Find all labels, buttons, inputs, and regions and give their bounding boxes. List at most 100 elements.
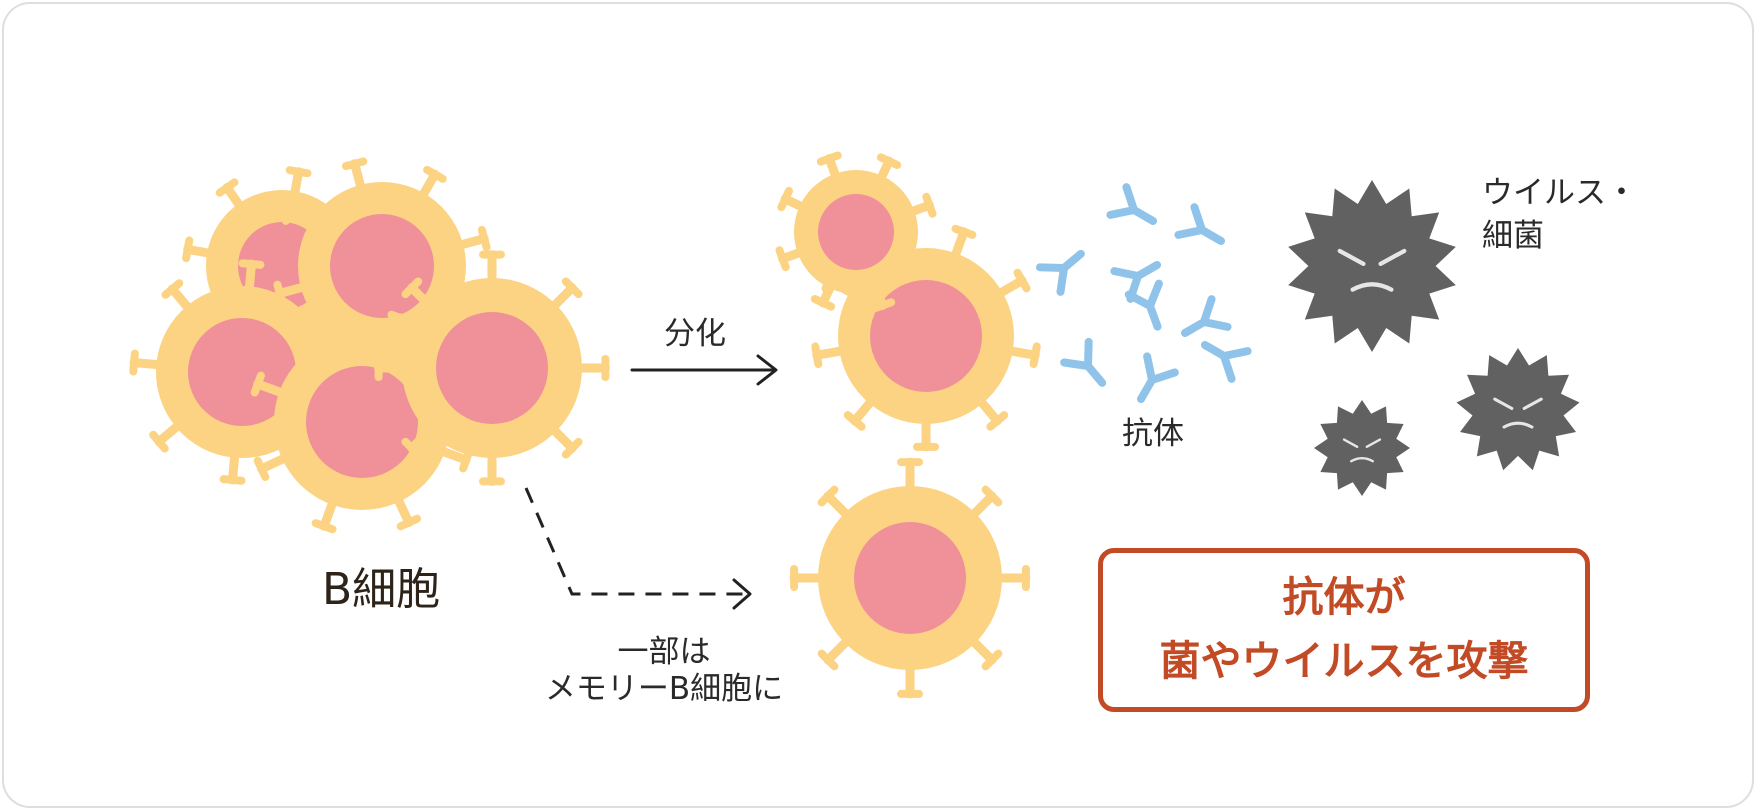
cell-spike-tip	[918, 252, 935, 278]
cell-spike	[386, 313, 405, 348]
cell-spike-tip	[387, 310, 413, 325]
antibody-icon	[1035, 249, 1085, 296]
cell-spike	[285, 208, 318, 231]
b-cell	[374, 250, 610, 486]
differentiation-arrow	[630, 354, 778, 386]
cell-spike-tip	[876, 153, 902, 170]
differentiation-label: 分化	[664, 316, 726, 352]
memory-b-cell	[789, 457, 1031, 699]
cell-spike	[154, 420, 184, 447]
cell-spike-tip	[561, 437, 583, 459]
attack-callout-box: 抗体が 菌やウイルスを攻撃	[1098, 548, 1590, 712]
diagram-artwork	[129, 151, 1580, 699]
cell-spike-tip	[477, 225, 491, 252]
cell-spike	[417, 169, 440, 202]
antibody-icon	[1200, 341, 1252, 383]
cell-spike	[319, 496, 338, 531]
cell-spike-tip	[285, 166, 312, 178]
pathogen-body	[1314, 400, 1410, 496]
cell-spike	[823, 635, 853, 665]
pathogen-body	[1456, 348, 1580, 471]
cell-spike	[129, 358, 165, 370]
memory-arrow-head	[732, 578, 752, 610]
cell-spike-tip	[777, 186, 794, 212]
cell-spike-tip	[1029, 342, 1041, 369]
cell-spike	[407, 424, 436, 453]
cell-spike-tip	[870, 298, 896, 313]
cell-spike-tip	[341, 157, 368, 171]
cell-spike-tip	[1013, 268, 1031, 293]
cell-spike-tip	[811, 342, 823, 369]
cell-spike-tip	[843, 411, 866, 431]
cell-spike	[1004, 346, 1040, 360]
cell-spike	[392, 493, 414, 527]
cell-spike	[253, 379, 288, 398]
antibodies-layer	[1035, 183, 1252, 404]
antibody-icon	[1137, 352, 1179, 404]
virus-label-line2: 細菌	[1482, 217, 1544, 254]
cell-spike-tip	[816, 151, 842, 166]
cell-spike	[257, 452, 291, 474]
virus-medium	[1456, 348, 1580, 471]
cell-nucleus	[306, 366, 418, 478]
antibody-icon	[1174, 203, 1226, 245]
antibody-icon	[1106, 183, 1158, 225]
virus-large	[1288, 180, 1456, 352]
cell-spike-tip	[986, 411, 1009, 431]
cell-spike	[812, 346, 848, 360]
cell-spike	[994, 276, 1027, 299]
cell-spike-tip	[315, 291, 335, 314]
cell-spike	[275, 282, 310, 298]
virus-bacteria-label: ウイルス・ 細菌	[1482, 172, 1637, 258]
memory-label-line2: メモリーB細胞に	[544, 671, 784, 708]
cell-spike-tip	[561, 277, 583, 299]
pathogen-eyes	[1493, 397, 1543, 410]
cell-spike	[454, 234, 489, 250]
cell-nucleus	[330, 214, 434, 318]
plasma-cell	[775, 151, 937, 313]
cell-nucleus	[436, 312, 548, 424]
cell-spike-tip	[810, 294, 836, 311]
pathogen-mouth	[1502, 421, 1534, 429]
cell-spike	[967, 491, 997, 521]
arrows-layer	[524, 354, 778, 610]
pathogen-eyes	[1342, 438, 1382, 448]
antibody-icon	[1060, 337, 1107, 387]
cell-spike-tip	[981, 485, 1003, 507]
cell-spike-tip	[922, 192, 937, 218]
pathogen-mouth	[1350, 457, 1374, 463]
cell-spike-tip	[311, 519, 337, 534]
cell-spike	[167, 284, 194, 314]
cell-nucleus	[870, 280, 982, 392]
cell-spike-tip	[401, 277, 423, 299]
cell-spike	[244, 259, 256, 295]
callout-line2: 菌やウイルスを攻撃	[1159, 637, 1529, 685]
cell-spike-tip	[238, 259, 265, 269]
cell-spike	[950, 227, 969, 262]
cells-layer	[129, 151, 1041, 699]
b-cell-label: B細胞	[322, 564, 441, 615]
cell-spike	[350, 159, 366, 194]
cell-spike	[310, 317, 332, 351]
cell-spike-tip	[281, 201, 299, 225]
cell-nucleus	[854, 522, 966, 634]
cell-spike	[548, 424, 577, 453]
cell-spike	[967, 635, 997, 665]
cell-spike	[823, 491, 853, 521]
cell-spike	[850, 395, 877, 426]
cell-spike-tip	[981, 649, 1003, 671]
cell-spike-tip	[215, 178, 239, 197]
cell-spike-tip	[423, 165, 447, 183]
cell-spike-tip	[817, 649, 839, 671]
cell-spike	[975, 395, 1002, 426]
cell-spike-tip	[302, 313, 328, 330]
cell-spike-tip	[401, 437, 423, 459]
cell-spike-tip	[129, 349, 139, 376]
memory-label-line1: 一部は	[617, 634, 711, 670]
memory-arrow	[524, 487, 746, 596]
pathogens-layer	[1288, 180, 1580, 496]
cell-spike-tip	[817, 485, 839, 507]
cell-spike	[548, 283, 577, 312]
pathogen-mouth	[1350, 282, 1394, 292]
